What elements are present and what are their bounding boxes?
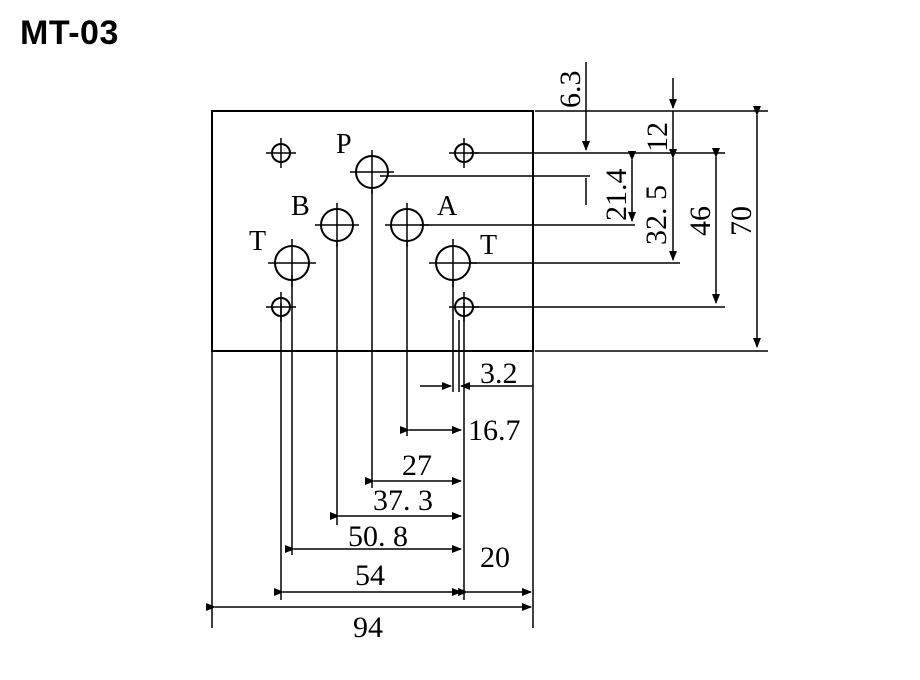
bolt-hole-bottom-right: [449, 292, 479, 322]
dim-20: 20: [480, 541, 510, 574]
port-b: [315, 203, 359, 247]
dim-46: 46: [684, 206, 717, 236]
vertical-dimension-lines: [582, 62, 761, 348]
dim-32-5: 32. 5: [640, 185, 673, 245]
horizontal-dimension-lines: [206, 382, 533, 611]
bolt-hole-top-right: [449, 138, 479, 168]
port-t-right: [429, 239, 477, 287]
dim-70: 70: [725, 206, 758, 236]
dim-6-3: 6.3: [554, 71, 587, 109]
port-t-left: [268, 239, 316, 287]
port-label-t-left: T: [249, 226, 266, 257]
dim-27: 27: [402, 449, 432, 482]
port-p: [350, 150, 394, 194]
dim-50-8: 50. 8: [348, 520, 408, 553]
dim-37-3: 37. 3: [373, 484, 433, 517]
bolt-hole-top-left: [266, 138, 296, 168]
dim-3-2: 3.2: [480, 357, 518, 390]
port-label-p: P: [336, 129, 352, 160]
horizontal-extension-lines: [380, 110, 768, 352]
dim-16-7: 16.7: [468, 414, 521, 447]
dim-54: 54: [355, 559, 385, 592]
page-title: MT-03: [20, 14, 119, 52]
port-label-t-right: T: [480, 230, 497, 261]
dim-12: 12: [641, 122, 674, 152]
dim-94: 94: [353, 611, 383, 644]
port-label-a: A: [437, 191, 458, 222]
vertical-extension-lines: [211, 190, 534, 628]
port-label-b: B: [291, 191, 310, 222]
dim-21-4: 21.4: [600, 169, 633, 222]
port-a: [385, 203, 429, 247]
bolt-hole-bottom-left: [266, 292, 296, 322]
